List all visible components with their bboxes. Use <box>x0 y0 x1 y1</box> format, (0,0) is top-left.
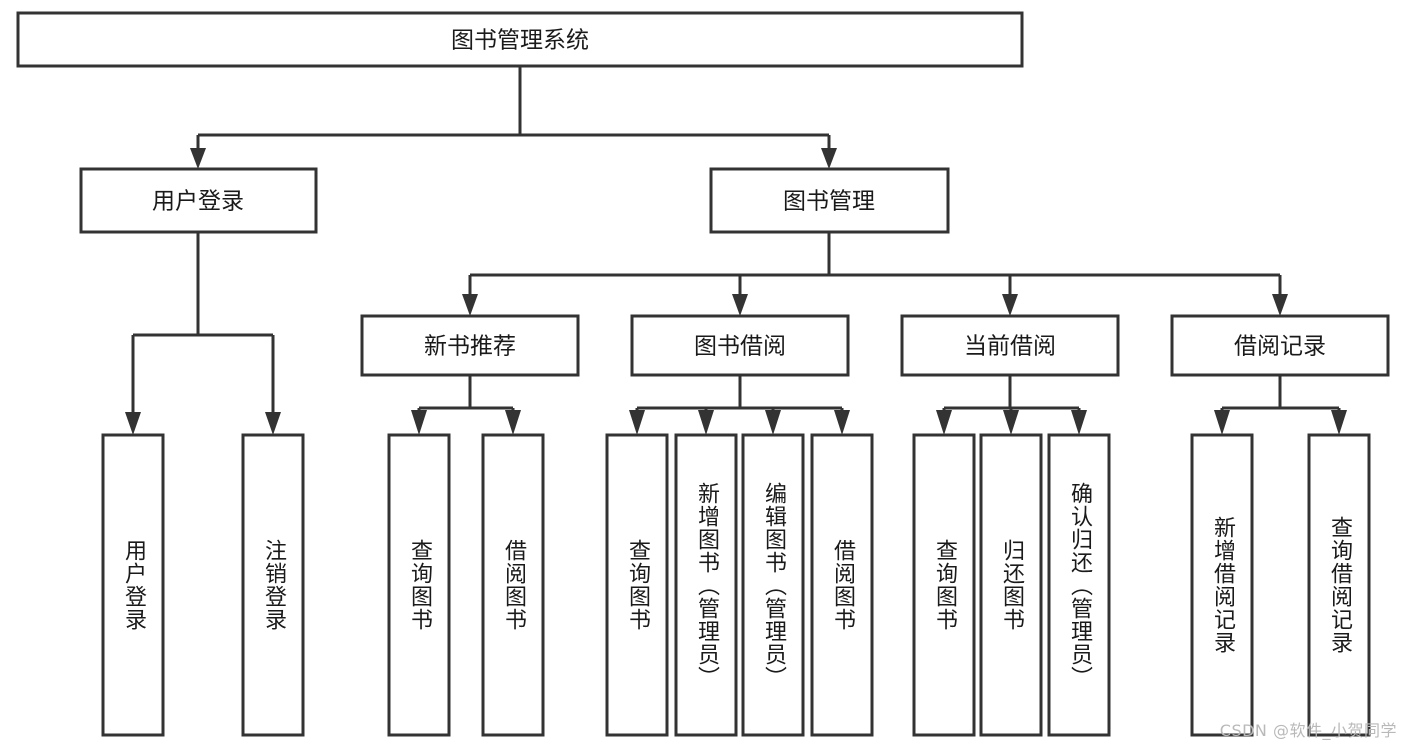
arrow-head-icon <box>629 410 645 435</box>
arrow-head-icon <box>834 410 850 435</box>
arrow-head-icon <box>1003 410 1019 435</box>
leaf-label-current-borrow-2: 归还图书 <box>998 539 1024 631</box>
leaf-label-user-login-1: 用户登录 <box>120 539 146 631</box>
node-box-leaf-book-borrow-1[interactable] <box>605 433 669 737</box>
node-box-book-management[interactable] <box>709 167 950 234</box>
arrow-head-icon <box>1331 410 1347 435</box>
node-label-user-login: 用户登录 <box>152 189 244 215</box>
node-box-leaf-user-login-2[interactable] <box>241 433 305 737</box>
leaf-label-book-borrow-4: 借阅图书 <box>829 539 855 631</box>
node-box-leaf-user-login-1[interactable] <box>101 433 165 737</box>
leaf-label-user-login-2: 注销登录 <box>260 539 286 631</box>
arrow-head-icon <box>1214 410 1230 435</box>
node-box-leaf-current-borrow-2[interactable] <box>979 433 1043 737</box>
node-box-leaf-current-borrow-1[interactable] <box>912 433 976 737</box>
arrow-head-icon <box>765 410 781 435</box>
arrow-head-icon <box>411 410 427 435</box>
node-label-new-book-recommend: 新书推荐 <box>424 334 516 360</box>
arrow-head-icon <box>125 412 141 435</box>
leaf-label-book-borrow-2: 新增图书（管理员） <box>693 481 719 689</box>
arrow-head-icon <box>732 294 748 316</box>
leaf-label-borrow-record-1: 新增借阅记录 <box>1209 516 1235 654</box>
node-box-new-book-recommend[interactable] <box>360 314 580 377</box>
node-label-book-management: 图书管理 <box>783 189 875 215</box>
watermark-text: CSDN @软件_小贺同学 <box>1219 721 1397 740</box>
node-box-leaf-new-book-1[interactable] <box>387 433 451 737</box>
arrow-head-icon <box>821 148 837 169</box>
leaf-label-current-borrow-3: 确认归还（管理员） <box>1066 481 1092 689</box>
arrow-head-icon <box>1071 410 1087 435</box>
leaf-label-new-book-1: 查询图书 <box>406 539 432 631</box>
node-label-current-borrow: 当前借阅 <box>964 334 1056 360</box>
leaf-label-borrow-record-2: 查询借阅记录 <box>1326 516 1352 654</box>
arrow-head-icon <box>1002 294 1018 316</box>
node-box-root[interactable] <box>16 11 1024 68</box>
arrow-head-icon <box>462 294 478 316</box>
node-box-leaf-book-borrow-4[interactable] <box>810 433 874 737</box>
arrow-head-icon <box>936 410 952 435</box>
node-box-leaf-new-book-2[interactable] <box>481 433 545 737</box>
leaf-label-book-borrow-1: 查询图书 <box>624 539 650 631</box>
node-box-current-borrow[interactable] <box>900 314 1120 377</box>
node-box-leaf-current-borrow-3[interactable] <box>1047 433 1111 737</box>
arrow-head-icon <box>265 412 281 435</box>
leaf-label-book-borrow-3: 编辑图书（管理员） <box>760 481 786 689</box>
node-label-root: 图书管理系统 <box>451 28 589 54</box>
arrow-head-icon <box>698 410 714 435</box>
leaf-label-current-borrow-1: 查询图书 <box>931 539 957 631</box>
node-box-book-borrow[interactable] <box>630 314 850 377</box>
node-box-user-login[interactable] <box>79 167 318 234</box>
arrow-head-icon <box>1272 294 1288 316</box>
node-box-leaf-borrow-record-2[interactable] <box>1307 433 1371 737</box>
node-box-leaf-borrow-record-1[interactable] <box>1190 433 1254 737</box>
arrow-head-icon <box>505 410 521 435</box>
arrow-head-icon <box>190 148 206 169</box>
node-box-leaf-book-borrow-2[interactable] <box>674 433 738 737</box>
node-box-leaf-book-borrow-3[interactable] <box>741 433 805 737</box>
node-label-borrow-record: 借阅记录 <box>1234 334 1326 360</box>
leaf-label-new-book-2: 借阅图书 <box>500 539 526 631</box>
node-box-borrow-record[interactable] <box>1170 314 1390 377</box>
node-label-book-borrow: 图书借阅 <box>694 334 786 360</box>
